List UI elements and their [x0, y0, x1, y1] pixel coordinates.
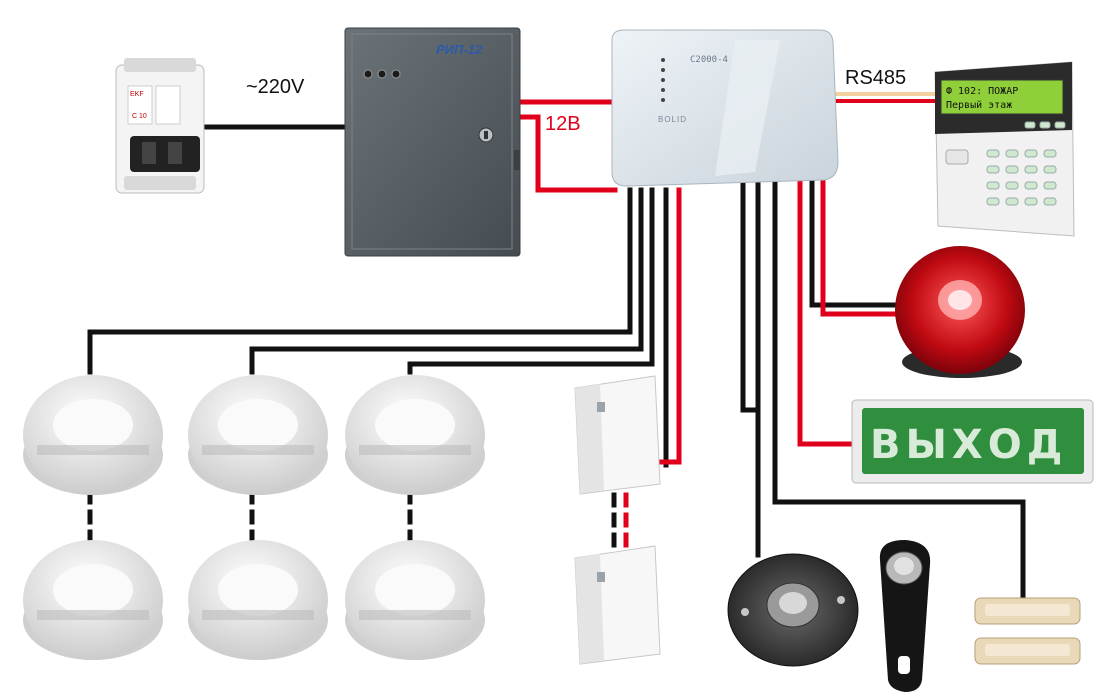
led-indicator-1 [363, 69, 373, 79]
smoke-detector [345, 375, 485, 495]
lcd-line-1: Ф 102: ПОЖАР [946, 86, 1018, 97]
exit-sign-wire [797, 177, 863, 447]
rs485-label: RS485 [845, 67, 906, 89]
lcd-line-2: Первый этаж [946, 99, 1012, 111]
smoke-detector [188, 375, 328, 495]
smoke-detector [23, 540, 163, 660]
led-indicator-3 [391, 69, 401, 79]
controller-brand: BOLID [658, 115, 687, 124]
motion-sensor [574, 375, 661, 495]
breaker-switch [130, 136, 200, 172]
power-supply-cabinet: РИП-12 [344, 27, 521, 257]
power-wire-bottom [515, 114, 618, 193]
lcd-display [940, 79, 1064, 115]
key-reader [727, 553, 859, 667]
detector-loop-1 [87, 187, 633, 375]
power-supply-label: РИП-12 [436, 42, 483, 57]
smoke-detector [345, 540, 485, 660]
motion-sensor [574, 545, 661, 665]
smoke-detectors [23, 375, 485, 660]
controller-model: С2000-4 [690, 55, 728, 65]
supply-voltage-label: 12В [545, 113, 581, 135]
mains-voltage-label: ~220V [246, 76, 305, 98]
exit-sign-text: ВЫХОД [870, 422, 1067, 468]
siren-wire-black [809, 177, 898, 308]
controller-leds [661, 58, 665, 102]
exit-sign: ВЫХОД [851, 399, 1094, 484]
siren-wire-red [820, 177, 898, 317]
led-indicator-2 [377, 69, 387, 79]
wires [87, 92, 1026, 598]
detector-loop-3 [407, 187, 655, 375]
door-contact-wire [772, 177, 1026, 598]
motion-loop-red [657, 187, 682, 465]
circuit-breaker: EKF С 10 [115, 58, 205, 194]
key-fob [879, 540, 931, 692]
breaker-brand: EKF [130, 91, 144, 98]
door-contact [974, 597, 1081, 665]
smoke-detector [23, 375, 163, 495]
detector-loop-2 [249, 187, 644, 375]
keypad-keys [986, 121, 1066, 206]
breaker-rating: С 10 [132, 113, 147, 120]
keypad-panel: Ф 102: ПОЖАР Первый этаж [934, 61, 1075, 237]
smoke-detector [188, 540, 328, 660]
controller-unit: С2000-4 BOLID [611, 29, 839, 187]
siren [895, 246, 1025, 378]
reader-wire-1 [740, 177, 761, 558]
